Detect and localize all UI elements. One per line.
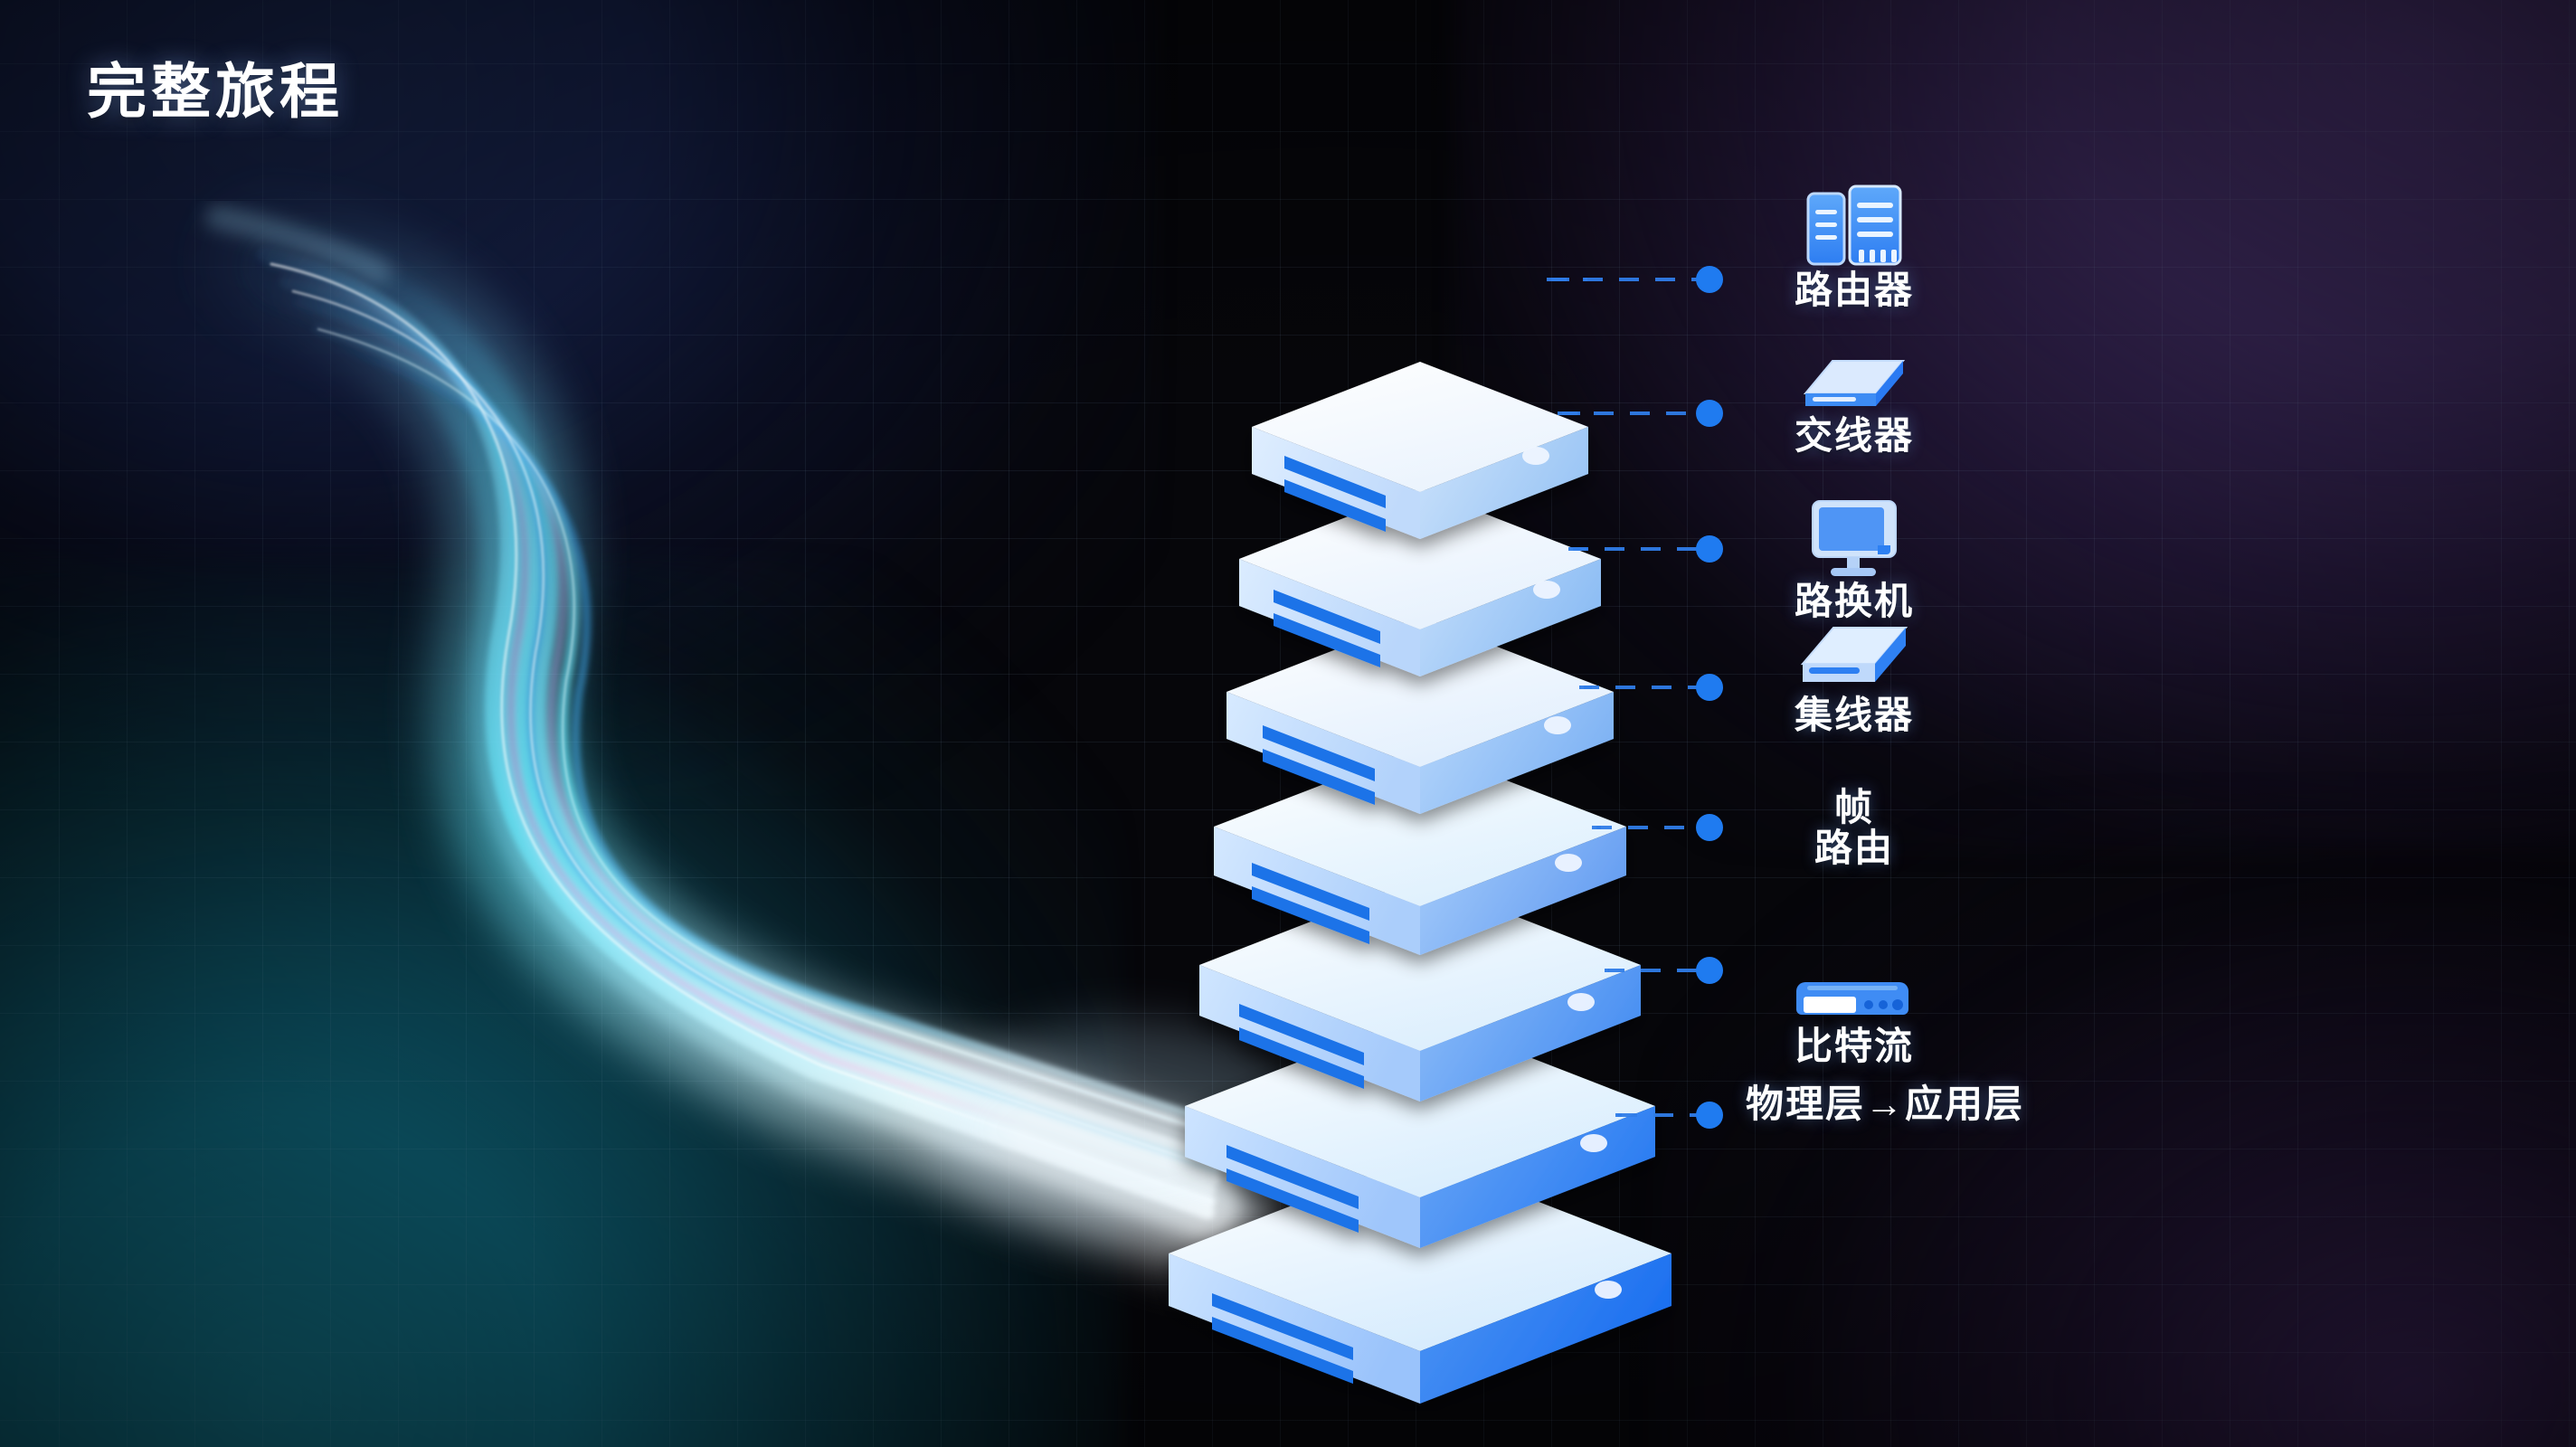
label-monitor-text: 路换机 bbox=[1794, 580, 1914, 622]
label-monitor[interactable]: 路换机 bbox=[1746, 496, 1963, 621]
label-switch-text: 交线器 bbox=[1794, 414, 1914, 457]
monitor-icon bbox=[1746, 496, 1963, 579]
server-rack-icon bbox=[1746, 181, 1963, 268]
label-switch[interactable]: 交线器 bbox=[1746, 357, 1963, 456]
label-hub-text: 集线器 bbox=[1794, 694, 1914, 736]
label-physical-app-text: 物理层→应用层 bbox=[1746, 1083, 2025, 1125]
network-layer-stack bbox=[1022, 90, 1818, 1404]
page-title: 完整旅程 bbox=[87, 58, 344, 125]
hub-box-icon bbox=[1746, 624, 1963, 693]
label-bitstream[interactable]: 比特流 bbox=[1746, 975, 1963, 1066]
label-router-text: 路由器 bbox=[1794, 269, 1914, 311]
label-bitstream-text: 比特流 bbox=[1794, 1025, 1914, 1067]
label-frame-text: 帧 bbox=[1833, 786, 1874, 828]
stack-layer-1 bbox=[1252, 362, 1588, 539]
router-device-icon bbox=[1746, 975, 1963, 1024]
label-routing-text: 路由 bbox=[1814, 827, 1894, 870]
label-hub[interactable]: 集线器 bbox=[1746, 624, 1963, 735]
label-physical-to-application[interactable]: 物理层→应用层 bbox=[1746, 1083, 2144, 1125]
label-frame-routing[interactable]: 帧 路由 bbox=[1746, 787, 1963, 869]
switch-box-icon bbox=[1746, 357, 1963, 413]
label-router[interactable]: 路由器 bbox=[1746, 181, 1963, 310]
